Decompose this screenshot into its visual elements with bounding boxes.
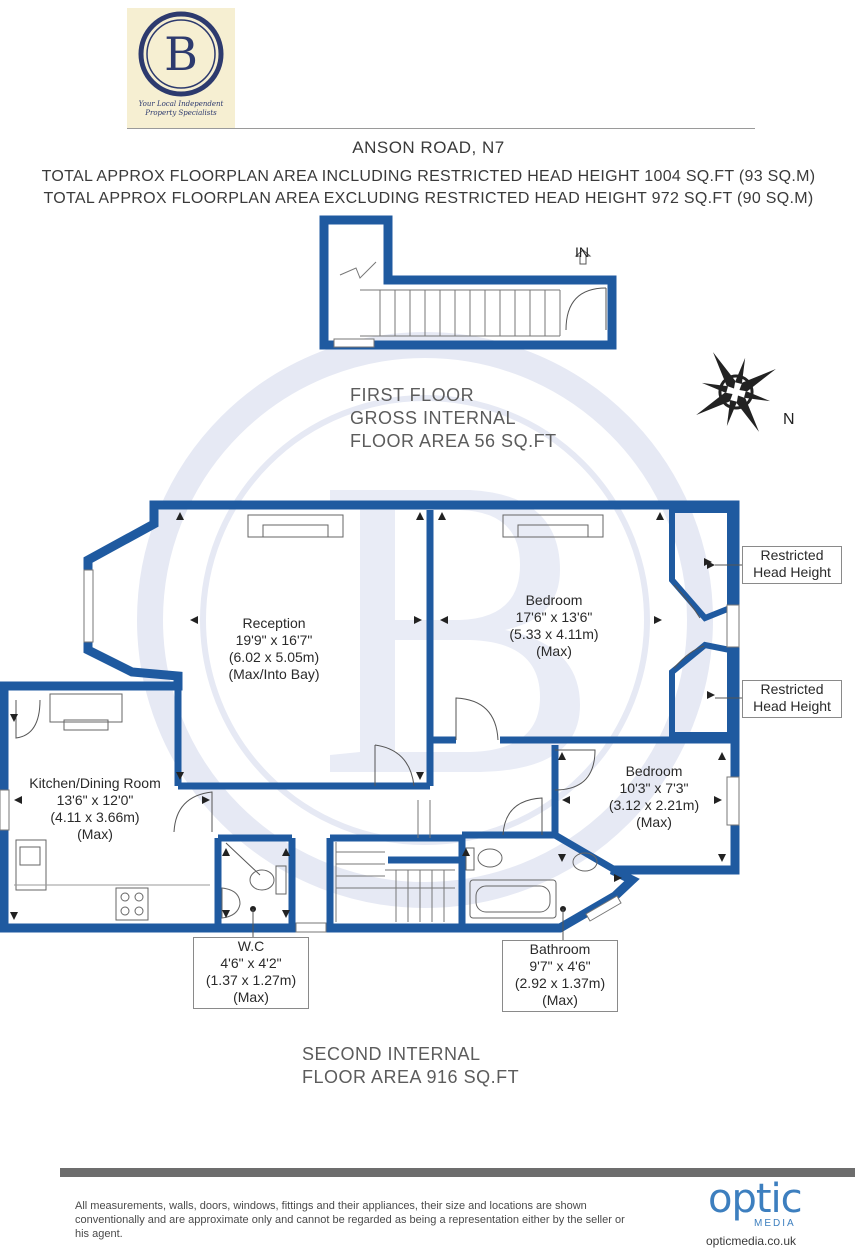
agent-logo-mark: B	[138, 11, 224, 97]
agent-logo: B	[127, 8, 235, 128]
first-floor-line2: GROSS INTERNAL	[350, 408, 517, 428]
reception-fireplace	[247, 514, 344, 538]
room-dimensions-note: (Max)	[536, 643, 572, 659]
room-dimensions-note: (Max)	[233, 989, 269, 1005]
wc-toilet	[249, 869, 275, 891]
kitchen-sink	[15, 839, 47, 891]
room-bedroom-main: Bedroom 17'6" x 13'6" (5.33 x 4.11m) (Ma…	[494, 592, 614, 660]
first-floor-area-label: FIRST FLOOR GROSS INTERNAL FLOOR AREA 56…	[350, 384, 557, 453]
second-floor-line2: FLOOR AREA 916 SQ.FT	[302, 1067, 520, 1087]
property-address: ANSON ROAD, N7	[352, 138, 505, 157]
room-dimensions-imperial: 4'6" x 4'2"	[220, 955, 282, 971]
first-floor-line3: FLOOR AREA 56 SQ.FT	[350, 431, 557, 451]
entrance-door	[565, 249, 607, 331]
room-dimensions-imperial: 9'7" x 4'6"	[529, 958, 591, 974]
compass-rose	[696, 352, 776, 432]
room-dimensions-note: (Max)	[77, 826, 113, 842]
dimension-markers	[10, 512, 726, 920]
room-dimensions-imperial: 13'6" x 12'0"	[56, 792, 134, 808]
bathroom-toilet	[477, 848, 503, 868]
room-name: Bathroom	[529, 941, 591, 957]
room-dimensions-note: (Max)	[542, 992, 578, 1008]
room-bedroom-second: Bedroom 10'3" x 7'3" (3.12 x 2.21m) (Max…	[594, 763, 714, 831]
restricted-line1: Restricted	[760, 681, 824, 697]
fixtures	[14, 514, 604, 922]
second-floor-stairs	[335, 800, 455, 922]
entrance-label: IN	[575, 244, 589, 260]
wc-basin	[221, 887, 241, 919]
first-floor-stairs	[339, 261, 561, 337]
area-excluding-restricted: TOTAL APPROX FLOORPLAN AREA EXCLUDING RE…	[43, 190, 814, 207]
room-kitchen-dining: Kitchen/Dining Room 13'6" x 12'0" (4.11 …	[10, 775, 180, 843]
first-floor-line1: FIRST FLOOR	[350, 385, 475, 405]
footer-divider	[60, 1168, 855, 1177]
restricted-line2: Head Height	[753, 564, 831, 580]
second-floor-area-label: SECOND INTERNAL FLOOR AREA 916 SQ.FT	[302, 1043, 519, 1089]
room-dimensions-imperial: 10'3" x 7'3"	[619, 780, 689, 796]
room-dimensions-imperial: 19'9" x 16'7"	[235, 632, 313, 648]
room-dimensions-note: (Max/Into Bay)	[228, 666, 320, 682]
room-name: Bedroom	[525, 592, 583, 608]
room-name: W.C	[237, 938, 265, 954]
restricted-line1: Restricted	[760, 547, 824, 563]
callout-restricted-head-height-1: Restricted Head Height	[742, 546, 842, 584]
callout-wc: W.C 4'6" x 4'2" (1.37 x 1.27m) (Max)	[193, 937, 309, 1009]
room-dimensions-metric: (6.02 x 5.05m)	[228, 649, 320, 665]
logo-tagline-2: Property Specialists	[145, 109, 217, 117]
room-dimensions-imperial: 17'6" x 13'6"	[515, 609, 593, 625]
room-name: Bedroom	[625, 763, 683, 779]
compass-north-label: N	[783, 411, 795, 428]
room-name: Reception	[242, 615, 306, 631]
optic-media-logo: optic	[708, 1176, 803, 1222]
floorplan-drawing	[0, 215, 776, 940]
logo-tagline-1: Your Local Independent	[138, 100, 224, 108]
optic-media-url: opticmedia.co.uk	[706, 1234, 797, 1248]
room-dimensions-metric: (5.33 x 4.11m)	[509, 626, 599, 642]
first-floor-plan	[319, 215, 617, 350]
disclaimer-text: All measurements, walls, doors, windows,…	[75, 1200, 625, 1240]
room-dimensions-metric: (3.12 x 2.21m)	[608, 797, 700, 813]
room-dimensions-metric: (1.37 x 1.27m)	[205, 972, 297, 988]
bath	[469, 879, 557, 919]
area-including-restricted: TOTAL APPROX FLOORPLAN AREA INCLUDING RE…	[41, 168, 816, 185]
first-floor-window	[333, 338, 375, 348]
room-reception: Reception 19'9" x 16'7" (6.02 x 5.05m) (…	[204, 615, 344, 683]
kitchen-chimney-breast	[49, 693, 123, 723]
kitchen-hob	[115, 887, 149, 921]
room-name: Kitchen/Dining Room	[29, 775, 161, 791]
windows	[0, 569, 740, 933]
room-dimensions-note: (Max)	[636, 814, 672, 830]
callout-leaders	[252, 564, 742, 940]
callout-restricted-head-height-2: Restricted Head Height	[742, 680, 842, 718]
logo-letter: B	[164, 27, 198, 81]
optic-media-logo-sub: MEDIA	[754, 1218, 796, 1229]
restricted-line2: Head Height	[753, 698, 831, 714]
bathroom-basin	[572, 852, 598, 872]
doors	[15, 584, 705, 876]
callout-bathroom: Bathroom 9'7" x 4'6" (2.92 x 1.37m) (Max…	[502, 940, 618, 1012]
room-dimensions-metric: (4.11 x 3.66m)	[50, 809, 140, 825]
logo-tagline: Your Local Independent Property Speciali…	[127, 100, 235, 118]
second-floor-line1: SECOND INTERNAL	[302, 1044, 481, 1064]
room-dimensions-metric: (2.92 x 1.37m)	[514, 975, 606, 991]
header-divider	[127, 128, 755, 129]
